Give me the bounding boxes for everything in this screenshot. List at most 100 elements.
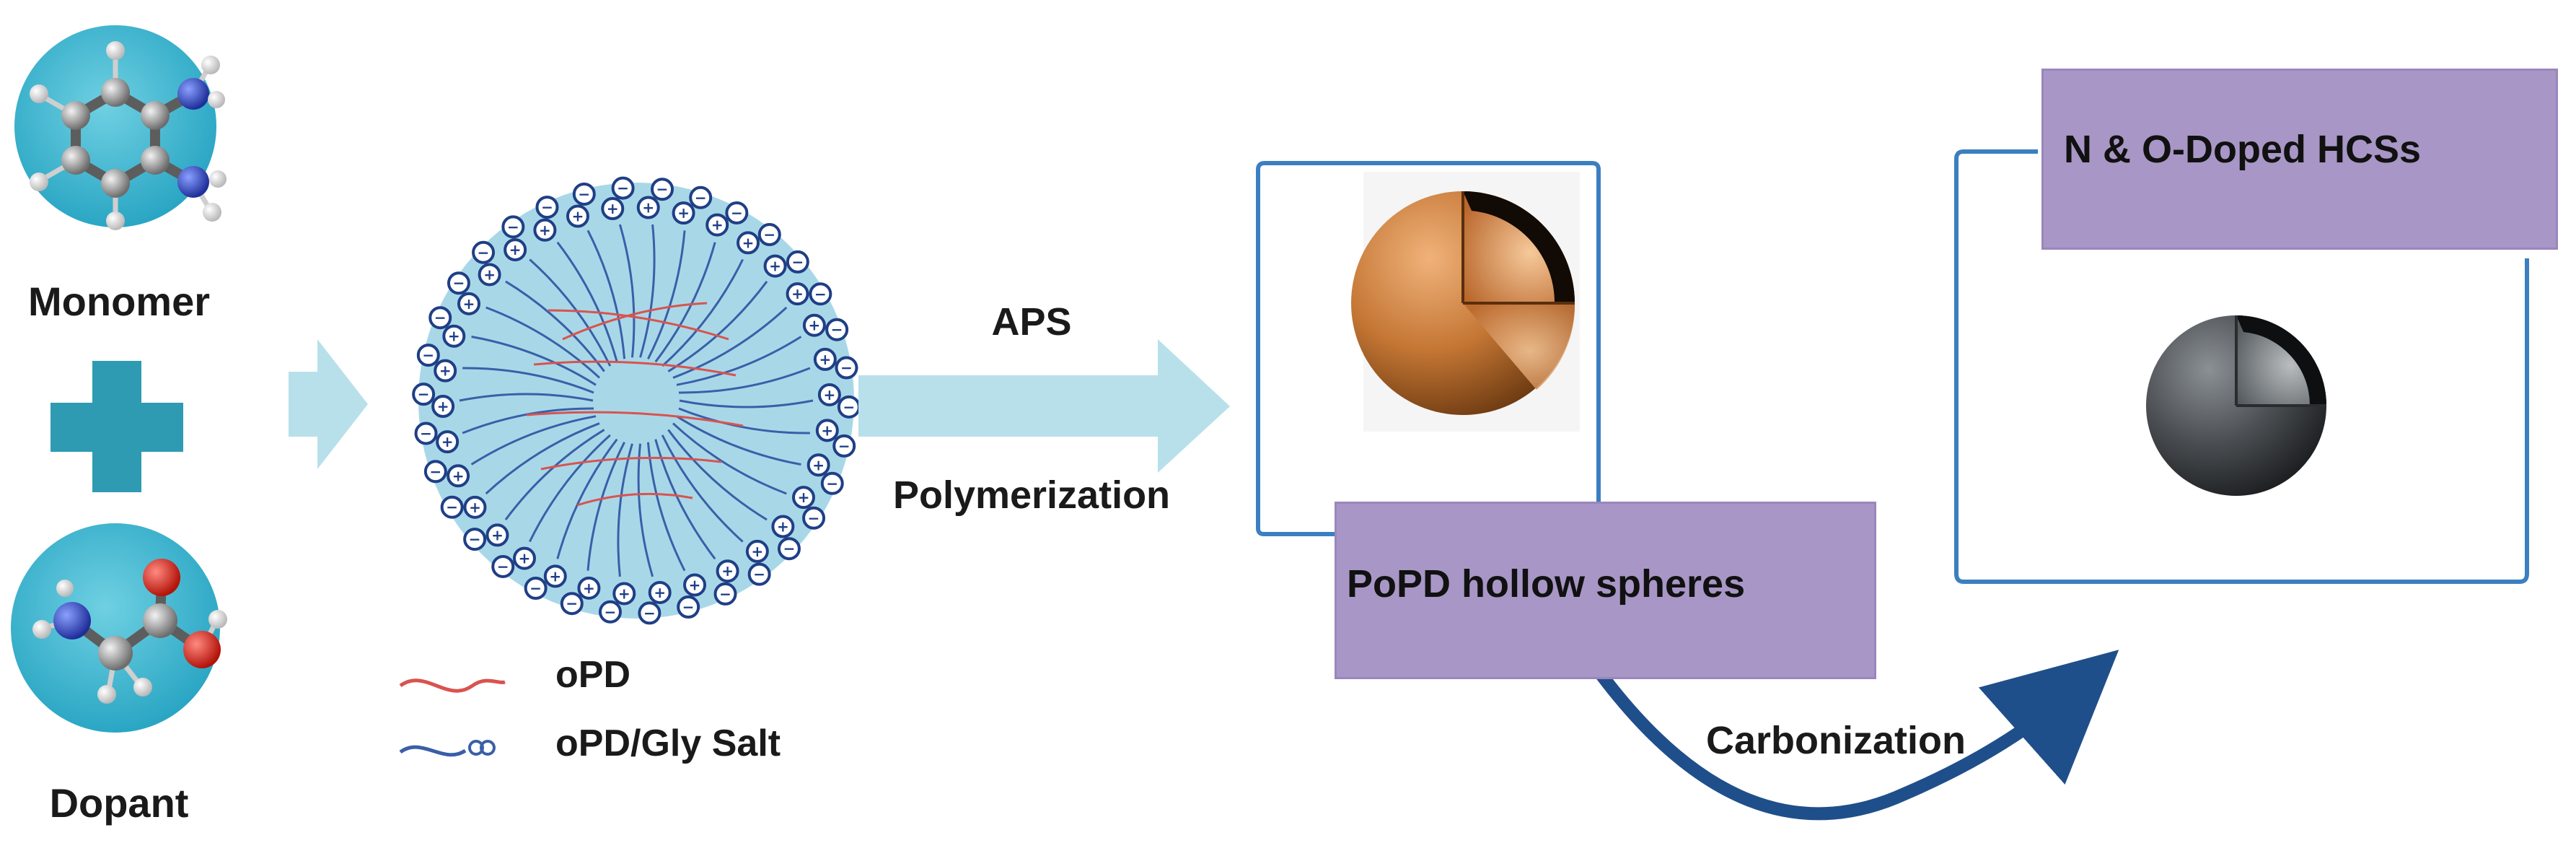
cation-head-icon: [601, 197, 625, 221]
minus-sign: −: [656, 180, 669, 198]
cation-head-icon: [434, 359, 457, 383]
anion-head-icon: [825, 318, 849, 341]
anion-head-icon: [677, 595, 700, 619]
cation-head-icon: [716, 559, 739, 583]
plus-sign: +: [819, 351, 831, 368]
plus-sign: +: [572, 208, 584, 225]
minus-sign: −: [605, 603, 617, 621]
anion-head-icon: [560, 592, 584, 616]
plus-sign: +: [721, 562, 734, 580]
minus-sign: −: [695, 189, 707, 206]
cation-head-icon: [636, 196, 660, 219]
plus-sign: +: [654, 584, 666, 601]
minus-sign: −: [791, 253, 804, 271]
plus-sign: +: [821, 422, 833, 439]
anion-head-icon: [611, 176, 635, 200]
cation-head-icon: [815, 419, 839, 442]
plus-sign: +: [677, 204, 690, 222]
minus-sign: −: [566, 595, 578, 612]
surfactant-chain: [462, 367, 594, 394]
plus-sign: +: [441, 433, 454, 450]
anion-head-icon: [777, 537, 801, 561]
minus-sign: −: [843, 398, 855, 416]
surfactant-chain: [485, 306, 601, 379]
surfactant-chain: [654, 439, 716, 560]
anion-head-icon: [428, 306, 452, 330]
surfactant-chain: [667, 429, 768, 521]
cation-head-icon: [705, 213, 729, 237]
anion-head-icon: [491, 554, 515, 578]
surfactant-chain: [678, 407, 810, 434]
red-chain-icon: [399, 678, 506, 693]
minus-sign: −: [469, 530, 481, 548]
plus-sign: +: [823, 386, 835, 403]
polymerization-arrow: [858, 339, 1230, 473]
grey-hollow-sphere-icon: [2146, 315, 2326, 496]
cation-head-icon: [806, 453, 830, 477]
surfactant-chain: [459, 393, 594, 402]
minus-sign: −: [831, 321, 843, 338]
minus-sign: −: [446, 499, 458, 516]
anion-head-icon: [809, 282, 832, 306]
surfactant-chain: [679, 399, 814, 409]
cation-head-icon: [648, 580, 672, 604]
plus-sign: +: [549, 567, 561, 585]
plus-sign: +: [491, 526, 504, 543]
plus-sign: +: [439, 362, 452, 380]
minus-sign: −: [429, 463, 441, 480]
plus-sign: +: [777, 518, 789, 536]
surfactant-chain: [661, 434, 744, 543]
minus-sign: −: [826, 475, 838, 492]
cation-head-icon: [737, 231, 760, 255]
opd-strand: [533, 360, 737, 377]
surfactant-chain: [672, 306, 788, 379]
cation-head-icon: [817, 383, 841, 406]
cation-head-icon: [786, 282, 809, 306]
hcs-label: N & O-Doped HCSs: [2064, 128, 2422, 171]
opd-strand: [562, 302, 708, 341]
anion-head-icon: [598, 600, 622, 624]
polymerization-label: Polymerization: [892, 473, 1171, 517]
minus-sign: −: [578, 185, 590, 203]
cation-head-icon: [447, 464, 470, 488]
anion-head-icon: [416, 344, 440, 367]
cation-head-icon: [672, 201, 695, 225]
anion-head-icon: [472, 240, 496, 264]
plus-sign: +: [519, 550, 531, 567]
plus-sign: +: [448, 328, 460, 345]
minus-sign: −: [719, 585, 731, 603]
anion-head-icon: [725, 201, 749, 224]
minus-sign: −: [763, 226, 775, 243]
plus-sign: +: [742, 234, 755, 251]
cation-head-icon: [802, 313, 826, 337]
anion-head-icon: [463, 528, 487, 551]
minus-sign: −: [643, 604, 656, 621]
surfactant-chain: [529, 434, 611, 543]
minus-sign: −: [617, 180, 629, 197]
cation-head-icon: [612, 582, 636, 606]
surfactant-chain: [471, 336, 597, 386]
cation-head-icon: [431, 395, 455, 419]
plus-sign: +: [798, 489, 810, 506]
surfactant-chain: [667, 281, 768, 372]
plus-sign: +: [809, 317, 821, 334]
surfactant-chain: [556, 438, 618, 559]
cation-head-icon: [566, 204, 589, 228]
blue-chain-with-charges-icon: [399, 740, 496, 757]
surfactant-chain: [529, 258, 612, 367]
legend-opd-label: oPD: [555, 654, 630, 696]
cation-head-icon: [478, 263, 501, 287]
cation-head-icon: [533, 218, 557, 242]
surfactant-chain: [556, 241, 618, 362]
dopant-label: Dopant: [49, 780, 189, 826]
minus-sign: −: [753, 566, 765, 583]
anion-head-icon: [786, 250, 809, 274]
cation-head-icon: [436, 430, 460, 454]
plus-sign: +: [437, 398, 449, 415]
surfactant-chain: [647, 230, 686, 359]
plus-icon: [50, 361, 183, 492]
plus-sign: +: [607, 200, 619, 217]
surfactant-chain: [504, 429, 605, 520]
cation-head-icon: [512, 546, 536, 570]
cation-head-icon: [504, 238, 527, 262]
